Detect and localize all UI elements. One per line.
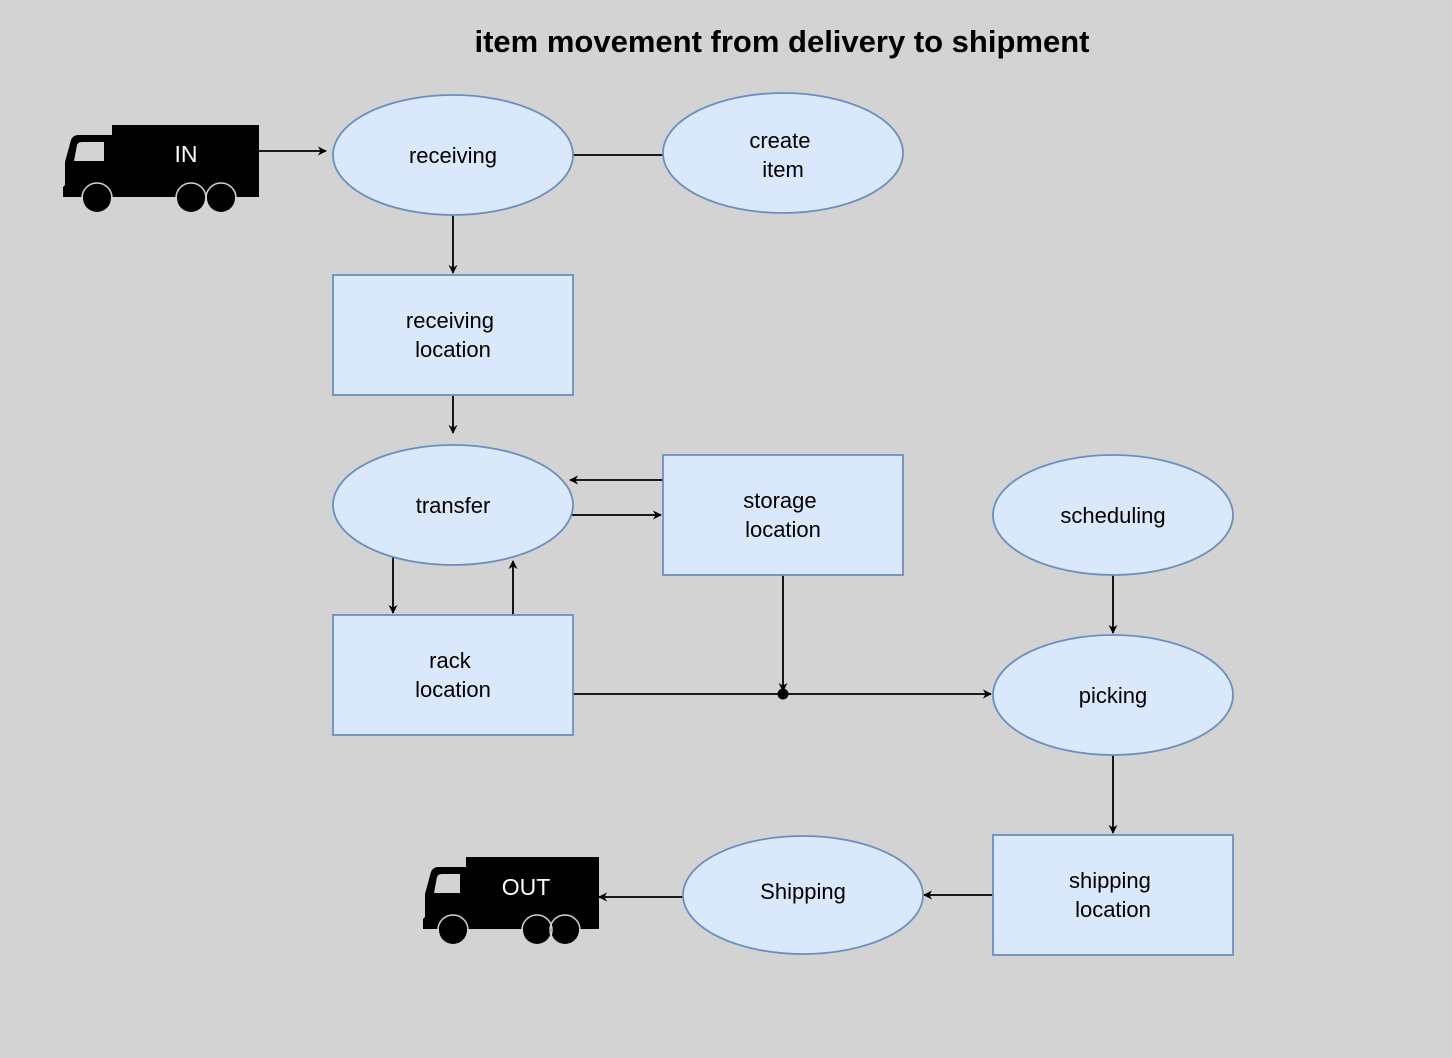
label-transfer: transfer [416,493,491,518]
truck-in-label: IN [175,141,198,167]
diagram-title: item movement from delivery to shipment [474,24,1090,59]
node-storage-location [662,454,904,576]
label-shipping-location: shipping location [1069,868,1157,922]
node-scheduling [992,454,1234,576]
truck-in-icon [63,125,259,214]
node-shipping-location [992,834,1234,956]
label-storage-location: storage location [743,488,823,542]
label-picking: picking [1079,683,1147,708]
label-scheduling: scheduling [1060,503,1165,528]
label-create-item: create item [749,128,816,182]
node-receiving [332,94,574,216]
node-receiving-location [332,274,574,396]
label-receiving: receiving [409,143,497,168]
label-receiving-location: receiving location [406,308,500,362]
node-shipping [682,835,924,955]
label-shipping: Shipping [760,879,846,904]
node-create-item [662,92,904,214]
truck-out-icon [423,857,599,946]
label-rack-location: rack location [415,648,491,702]
junction-dot [777,688,789,700]
node-transfer [332,444,574,566]
truck-out-label: OUT [502,874,551,900]
node-picking [992,634,1234,756]
node-rack-location [332,614,574,736]
